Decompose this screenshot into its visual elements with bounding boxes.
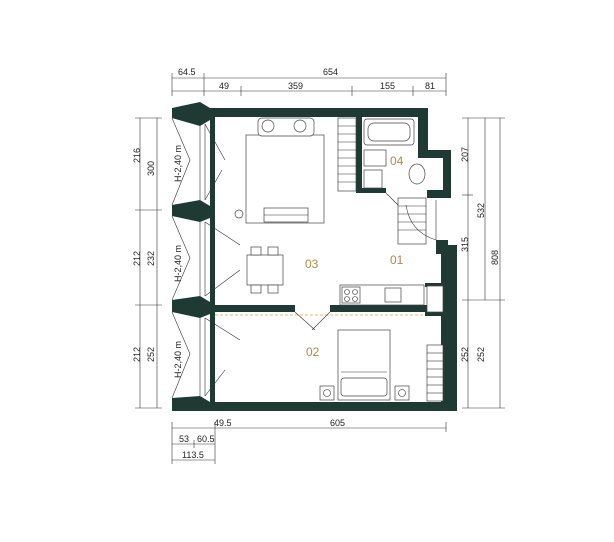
dim-bottom-b: 60.5	[197, 434, 215, 444]
facade-pillar-2	[172, 200, 210, 222]
bedroom-door-swing	[294, 311, 331, 331]
sofa-cushion	[261, 119, 275, 133]
dim-left-win3-outer: 212	[132, 347, 142, 362]
top-dimensions: 64.5 654 49 359 155 81	[171, 67, 447, 96]
dim-right-bath: 207	[460, 147, 470, 162]
left-dimensions: 216 300 212 232 212 252 H-2,40 m H-2,40 …	[132, 117, 183, 409]
window-height-label-2: H-2,40 m	[173, 245, 183, 282]
dim-total-width: 654	[323, 67, 338, 77]
window-height-label-3: H-2,40 m	[173, 341, 183, 378]
room-label-02: 02	[306, 345, 320, 359]
dim-left-win3-inner: 252	[146, 347, 156, 362]
dim-seg3: 155	[380, 81, 395, 91]
dim-right-hall: 315	[460, 237, 470, 252]
wardrobe-small	[426, 285, 444, 313]
chair	[267, 246, 279, 256]
dim-seg1: 49	[219, 81, 229, 91]
dim-right-lower-b: 252	[476, 347, 486, 362]
shelving	[337, 117, 357, 192]
nightstand	[319, 385, 335, 401]
room-03-furniture	[234, 117, 444, 313]
dim-left-win2-outer: 212	[132, 251, 142, 266]
nightstand	[394, 385, 410, 401]
room-01-hall	[397, 197, 437, 245]
entry-wardrobe	[397, 197, 427, 245]
dim-left-win1-inner: 300	[146, 161, 156, 176]
dim-seg2: 359	[288, 81, 303, 91]
dim-right-overall: 808	[490, 250, 500, 265]
facade-pillar-3	[172, 296, 210, 318]
walls	[172, 102, 457, 411]
window-height-label-1: H-2,40 m	[173, 145, 183, 182]
dim-right-lower-a: 252	[460, 347, 470, 362]
right-dimensions: 207 315 532 808 252 252	[460, 117, 505, 409]
room-04-bathroom	[337, 117, 426, 216]
chair	[250, 284, 262, 294]
washing-machine	[363, 169, 383, 189]
bedroom-wardrobe	[426, 344, 444, 402]
chair	[250, 246, 262, 256]
facade-pillar-1	[172, 102, 210, 126]
dim-overhang: 64.5	[178, 67, 196, 77]
bottom-dimensions: 49.5 605 53 60.5 113.5	[171, 418, 447, 464]
dim-bottom-sum: 113.5	[182, 450, 204, 460]
dim-bottom-a: 53	[179, 434, 189, 444]
room-label-01: 01	[390, 253, 404, 267]
dim-left-win1-outer: 216	[132, 148, 142, 163]
chair	[267, 284, 279, 294]
floor-lamp-icon	[234, 209, 244, 219]
room-labels: 04 03 01 02	[305, 154, 404, 359]
facade-pillar-4	[172, 396, 210, 411]
dim-bottom-main: 605	[330, 418, 345, 428]
room-02-furniture	[215, 311, 444, 402]
sofa-cushion	[293, 119, 307, 133]
dim-bottom-left: 49.5	[214, 418, 232, 428]
dining-table	[246, 254, 284, 286]
dim-left-win2-inner: 232	[146, 251, 156, 266]
entry-door-swing	[405, 200, 437, 241]
windows	[171, 117, 241, 399]
toilet	[408, 163, 426, 185]
room-label-04: 04	[390, 154, 404, 168]
kitchen-sink	[384, 287, 402, 303]
room-label-03: 03	[305, 257, 319, 271]
cooktop	[341, 286, 361, 304]
kitchen-counter	[339, 284, 425, 306]
dim-seg4: 81	[425, 81, 435, 91]
washbasin	[363, 149, 387, 167]
dim-right-upper-total: 532	[476, 203, 486, 218]
